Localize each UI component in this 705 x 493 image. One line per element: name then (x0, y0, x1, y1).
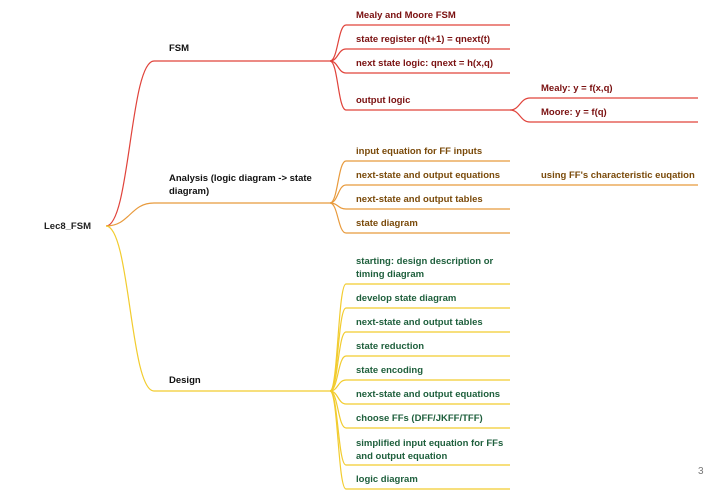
link-fsm-child (329, 60, 347, 111)
link-root-design (105, 225, 155, 392)
link-analysis-child (329, 202, 347, 234)
node-design-tables[interactable]: next-state and output tables (356, 317, 483, 328)
page-number: 3 (698, 466, 704, 477)
link-output-mealy (509, 97, 531, 111)
node-design-state-diagram[interactable]: develop state diagram (356, 293, 457, 304)
node-analysis-tables[interactable]: next-state and output tables (356, 194, 483, 205)
node-output-moore[interactable]: Moore: y = f(q) (541, 107, 607, 118)
node-design-choose-ffs[interactable]: choose FFs (DFF/JKFF/TFF) (356, 413, 483, 424)
node-fsm[interactable]: FSM (169, 43, 190, 54)
link-design-child (329, 379, 347, 392)
node-design-logic-diagram[interactable]: logic diagram (356, 474, 418, 485)
node-analysis-input-equation[interactable]: input equation for FF inputs (356, 146, 483, 157)
link-design-child (329, 355, 347, 392)
link-fsm-child (329, 24, 347, 62)
node-design-simplified[interactable]: simplified input equation for FFs and ou… (356, 438, 504, 462)
node-output-mealy[interactable]: Mealy: y = f(x,q) (541, 83, 613, 94)
node-design-starting[interactable]: starting: design description or timing d… (356, 256, 494, 280)
node-analysis[interactable]: Analysis (logic diagram -> state diagram… (169, 173, 312, 197)
node-fsm-next-state-logic[interactable]: next state logic: qnext = h(x,q) (356, 58, 493, 69)
link-design-child (329, 307, 347, 392)
link-analysis-child (329, 160, 347, 204)
node-design[interactable]: Design (169, 375, 201, 386)
node-analysis-state-diagram[interactable]: state diagram (356, 218, 418, 229)
node-design-state-reduction[interactable]: state reduction (356, 341, 425, 352)
link-root-analysis (105, 202, 155, 227)
node-fsm-mealy-moore[interactable]: Mealy and Moore FSM (356, 10, 456, 21)
node-analysis-next-state-equations[interactable]: next-state and output equations (356, 170, 501, 181)
link-analysis-child (329, 184, 347, 204)
link-design-child (329, 390, 347, 490)
node-analysis-characteristic[interactable]: using FF's characteristic euqation (541, 170, 695, 181)
root-node[interactable]: Lec8_FSM (44, 221, 91, 232)
node-fsm-output-logic[interactable]: output logic (356, 95, 411, 106)
node-design-state-encoding[interactable]: state encoding (356, 365, 424, 376)
node-design-equations[interactable]: next-state and output equations (356, 389, 501, 400)
link-fsm-child (329, 48, 347, 62)
link-root-fsm (105, 60, 155, 227)
link-output-moore (509, 109, 531, 123)
link-design-child (329, 390, 347, 466)
node-fsm-state-register[interactable]: state register q(t+1) = qnext(t) (356, 34, 491, 45)
